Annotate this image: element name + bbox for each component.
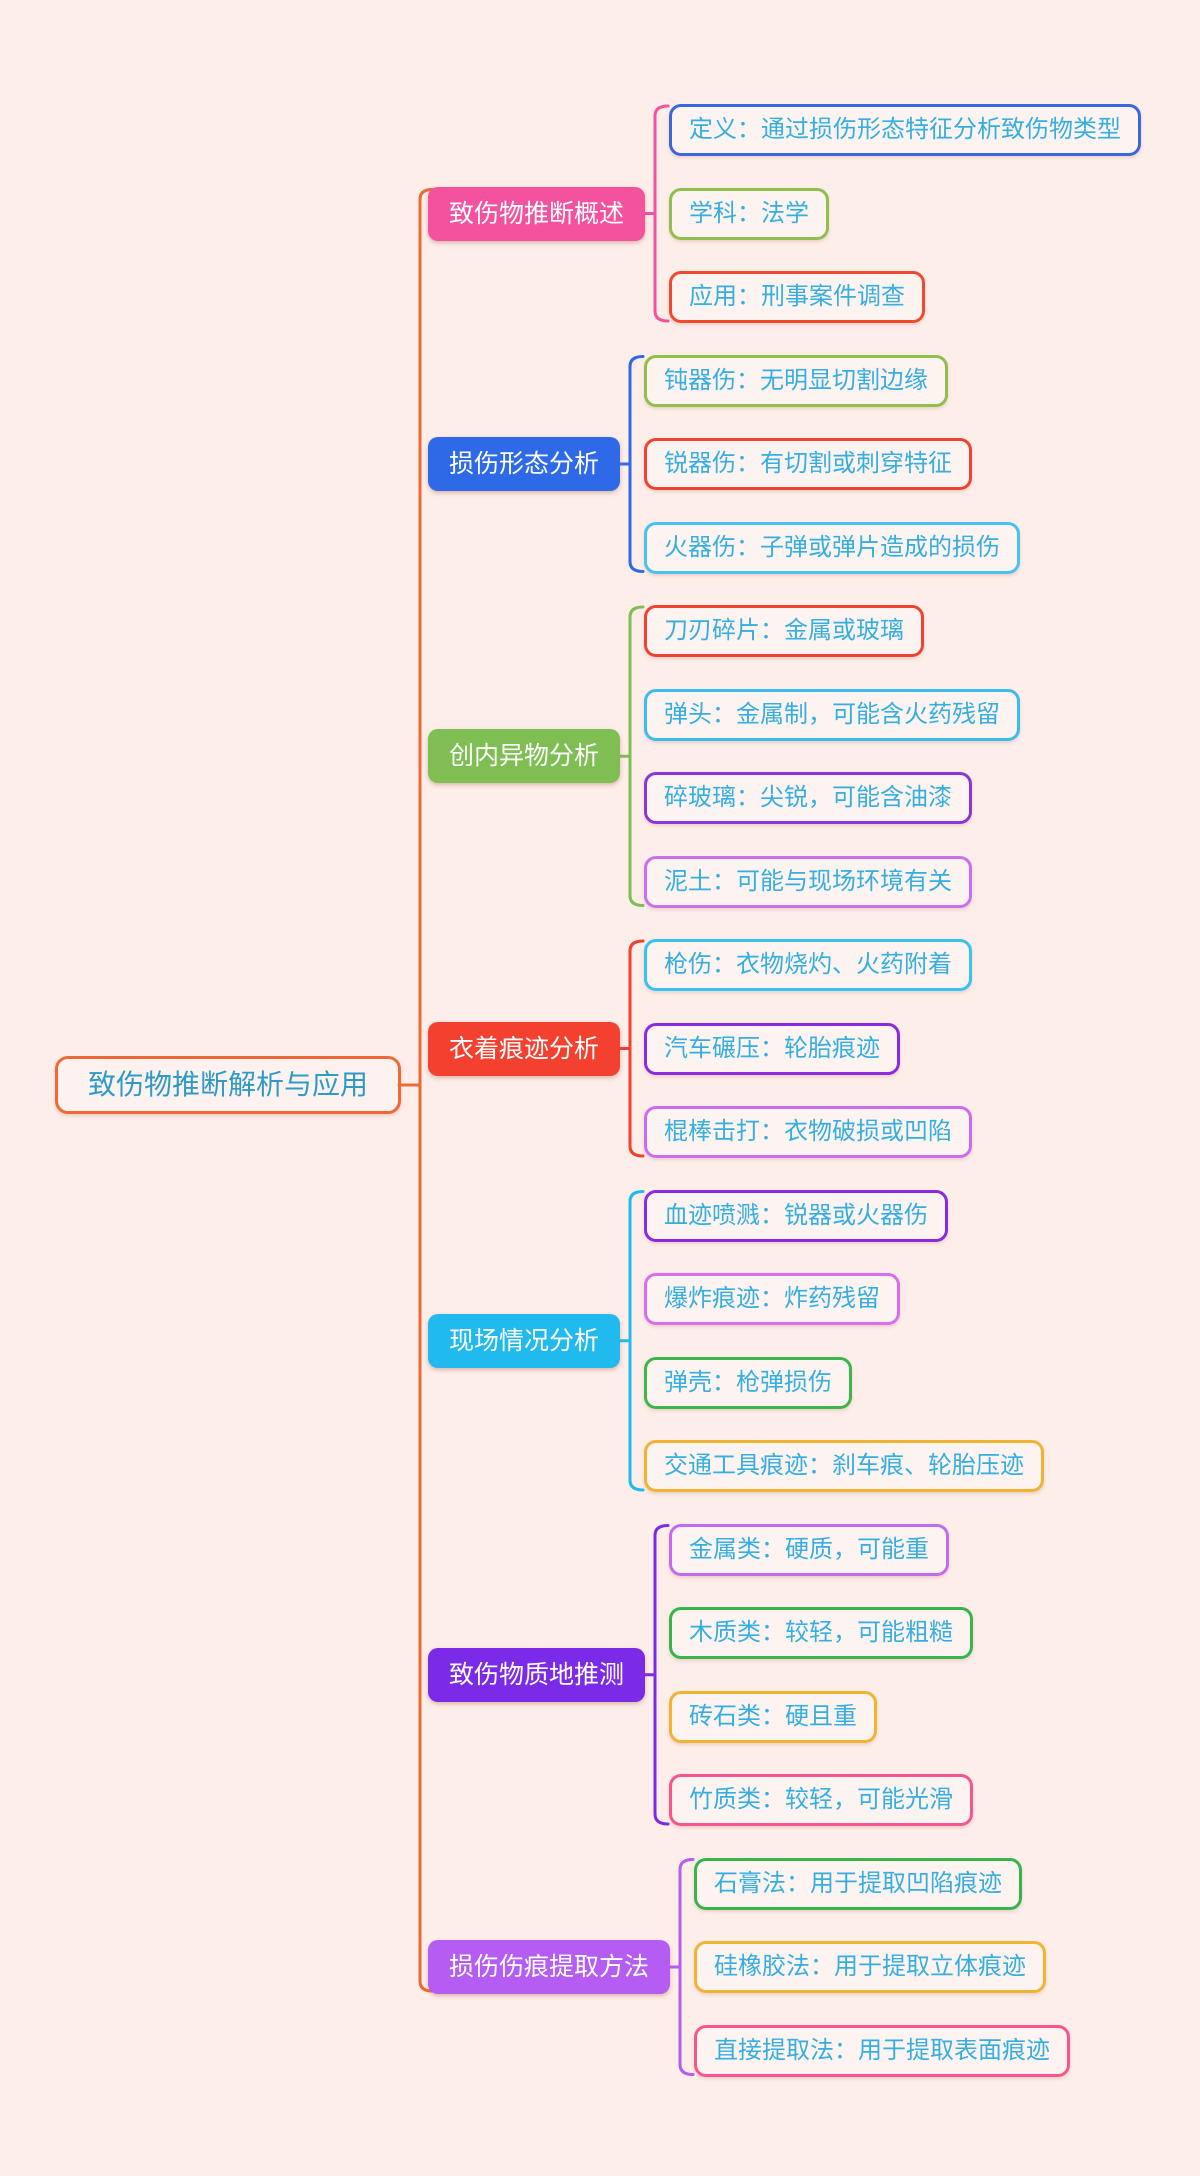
branch-bracket-6 (653, 1524, 670, 1826)
leaf-node-4-3[interactable]: 棍棒击打：衣物破损或凹陷 (644, 1106, 972, 1158)
leaf-node-4-1[interactable]: 枪伤：衣物烧灼、火药附着 (644, 939, 972, 991)
trunk-connector (418, 188, 434, 1993)
leaf-node-1-1[interactable]: 定义：通过损伤形态特征分析致伤物类型 (669, 104, 1141, 156)
branch-bracket-2 (628, 355, 645, 573)
branch-bracket-4 (628, 939, 645, 1158)
leaf-node-3-4[interactable]: 泥土：可能与现场环境有关 (644, 855, 972, 908)
leaf-node-2-1[interactable]: 钝器伤：无明显切割边缘 (644, 354, 948, 407)
leaf-node-3-1[interactable]: 刀刃碎片：金属或玻璃 (644, 605, 924, 657)
leaf-node-3-2[interactable]: 弹头：金属制，可能含火药残留 (644, 688, 1020, 741)
leaf-node-5-2[interactable]: 爆炸痕迹：炸药残留 (644, 1273, 900, 1325)
leaf-node-2-2[interactable]: 锐器伤：有切割或刺穿特征 (644, 438, 972, 490)
branch-bracket-3 (628, 605, 645, 907)
leaf-node-5-3[interactable]: 弹壳：枪弹损伤 (644, 1356, 852, 1409)
leaf-node-4-2[interactable]: 汽车碾压：轮胎痕迹 (644, 1022, 900, 1075)
branch-node-2[interactable]: 损伤形态分析 (428, 437, 621, 491)
leaf-node-6-2[interactable]: 木质类：较轻，可能粗糙 (669, 1607, 973, 1659)
leaf-node-7-2[interactable]: 硅橡胶法：用于提取立体痕迹 (694, 1941, 1046, 1993)
branch-node-3[interactable]: 创内异物分析 (428, 729, 621, 784)
leaf-node-6-3[interactable]: 砖石类：硬且重 (669, 1690, 877, 1743)
leaf-node-7-1[interactable]: 石膏法：用于提取凹陷痕迹 (694, 1857, 1022, 1910)
leaf-node-5-4[interactable]: 交通工具痕迹：刹车痕、轮胎压迹 (644, 1440, 1044, 1492)
branch-node-7[interactable]: 损伤伤痕提取方法 (428, 1940, 671, 1994)
branch-node-5[interactable]: 现场情况分析 (428, 1313, 621, 1368)
branch-node-6[interactable]: 致伤物质地推测 (428, 1647, 646, 1702)
leaf-node-3-3[interactable]: 碎玻璃：尖锐，可能含油漆 (644, 772, 972, 824)
branch-node-1[interactable]: 致伤物推断概述 (428, 186, 646, 241)
branch-bracket-5 (628, 1190, 645, 1492)
leaf-node-2-3[interactable]: 火器伤：子弹或弹片造成的损伤 (644, 521, 1020, 574)
root-node[interactable]: 致伤物推断解析与应用 (55, 1056, 402, 1114)
leaf-node-5-1[interactable]: 血迹喷溅：锐器或火器伤 (644, 1189, 948, 1242)
leaf-node-6-1[interactable]: 金属类：硬质，可能重 (669, 1523, 949, 1576)
leaf-node-1-3[interactable]: 应用：刑事案件调查 (669, 271, 925, 323)
leaf-node-7-3[interactable]: 直接提取法：用于提取表面痕迹 (694, 2024, 1070, 2077)
branch-bracket-1 (653, 104, 670, 323)
branch-bracket-7 (678, 1858, 695, 2076)
leaf-node-1-2[interactable]: 学科：法学 (669, 187, 829, 240)
leaf-node-6-4[interactable]: 竹质类：较轻，可能光滑 (669, 1774, 973, 1826)
branch-node-4[interactable]: 衣着痕迹分析 (428, 1021, 621, 1076)
